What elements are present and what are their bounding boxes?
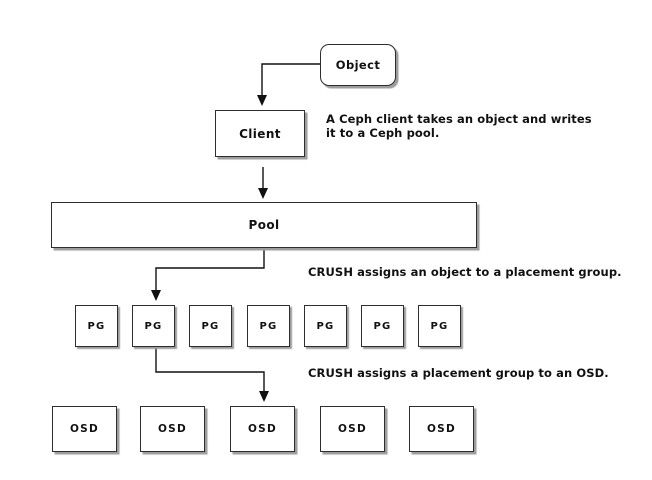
pg-node-label: PG xyxy=(87,320,106,332)
pg-node-2: PG xyxy=(132,305,175,347)
client-annotation: A Ceph client takes an object and writes… xyxy=(326,112,592,140)
object-node-label: Object xyxy=(335,58,381,72)
pool-node: Pool xyxy=(51,202,477,248)
object-node: Object xyxy=(320,44,396,86)
osd-node-label: OSD xyxy=(247,423,278,435)
pg-node-label: PG xyxy=(430,320,449,332)
client-annotation-line2: it to a Ceph pool. xyxy=(326,125,440,140)
pg-node-label: PG xyxy=(259,320,278,332)
connector-pool-to-pg xyxy=(151,248,265,301)
arrowhead-down-icon xyxy=(257,95,267,106)
pg-node-label: PG xyxy=(316,320,335,332)
pg-node-4: PG xyxy=(247,305,290,347)
osd-node-label: OSD xyxy=(337,423,368,435)
connector-client-to-pool xyxy=(258,167,268,199)
osd-node-2: OSD xyxy=(140,406,205,452)
osd-node-1: OSD xyxy=(52,406,117,452)
client-node: Client xyxy=(215,110,305,157)
osd-node-label: OSD xyxy=(426,423,457,435)
client-node-label: Client xyxy=(239,126,281,141)
pool-node-label: Pool xyxy=(248,218,280,232)
pg-node-1: PG xyxy=(75,305,118,347)
crush-osd-annotation: CRUSH assigns a placement group to an OS… xyxy=(308,366,609,380)
pg-node-7: PG xyxy=(418,305,461,347)
pg-node-3: PG xyxy=(189,305,232,347)
osd-node-4: OSD xyxy=(320,406,385,452)
connector-pg-to-osd xyxy=(155,347,269,402)
connector-object-to-client xyxy=(257,63,320,106)
pg-node-label: PG xyxy=(201,320,220,332)
pg-node-6: PG xyxy=(361,305,404,347)
pg-node-label: PG xyxy=(144,320,163,332)
osd-node-label: OSD xyxy=(157,423,188,435)
client-annotation-line1: A Ceph client takes an object and writes xyxy=(326,112,592,126)
arrowhead-down-icon xyxy=(151,290,161,301)
arrowhead-down-icon xyxy=(258,188,268,199)
pg-node-label: PG xyxy=(373,320,392,332)
osd-node-5: OSD xyxy=(409,406,474,452)
arrowhead-down-icon xyxy=(259,391,269,402)
osd-node-3: OSD xyxy=(230,406,295,452)
pg-node-5: PG xyxy=(304,305,347,347)
osd-node-label: OSD xyxy=(69,423,100,435)
crush-pg-annotation: CRUSH assigns an object to a placement g… xyxy=(308,265,622,279)
